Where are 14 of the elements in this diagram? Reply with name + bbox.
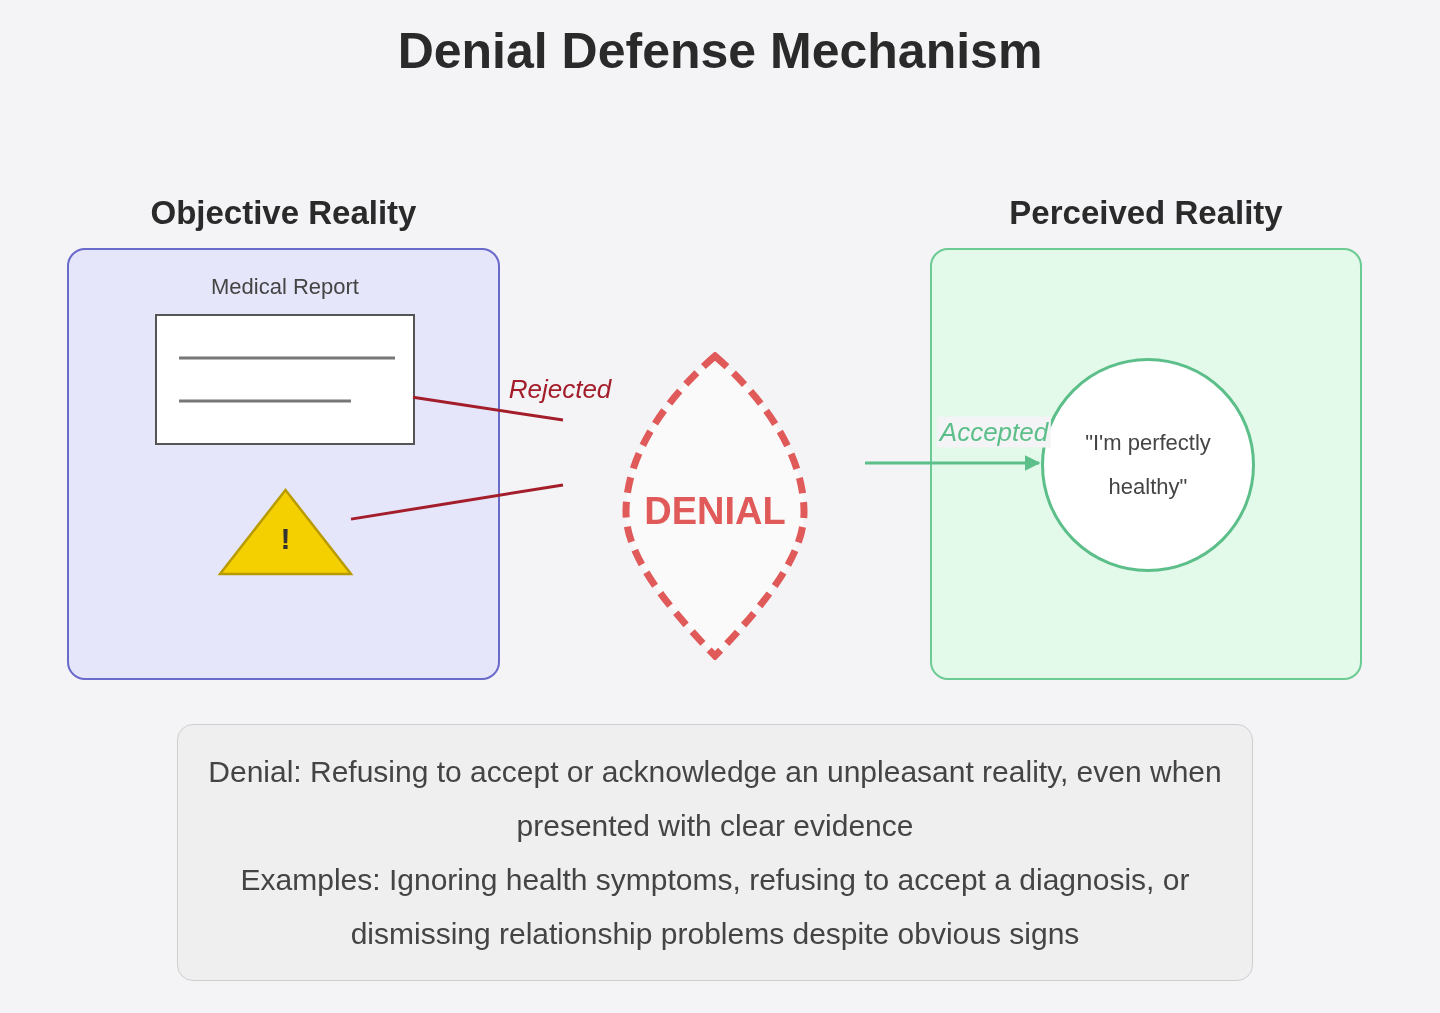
definition-text: Examples: Ignoring health symptoms, refusing to accept a diagnosis, or dismissing relationship problems despite obvious signs <box>239 861 1191 952</box>
strike-line <box>412 395 564 422</box>
definition-box <box>177 724 1253 981</box>
diagram-title: Denial Defense Mechanism <box>396 22 1044 80</box>
denial-label: DENIAL <box>643 490 787 533</box>
belief-quote: "I'm perfectly healthy" <box>1084 429 1212 501</box>
warning-mark: ! <box>280 522 291 556</box>
edge-label: Accepted <box>936 416 1052 448</box>
panel-heading: Objective Reality <box>149 194 418 232</box>
strike-line <box>350 483 564 521</box>
document-label: Medical Report <box>210 274 360 300</box>
definition-text: Denial: Refusing to accept or acknowledge an unpleasant reality, even when presented with clear evidence <box>207 753 1223 844</box>
arrow <box>865 455 1041 471</box>
panel-heading: Perceived Reality <box>1008 194 1284 232</box>
